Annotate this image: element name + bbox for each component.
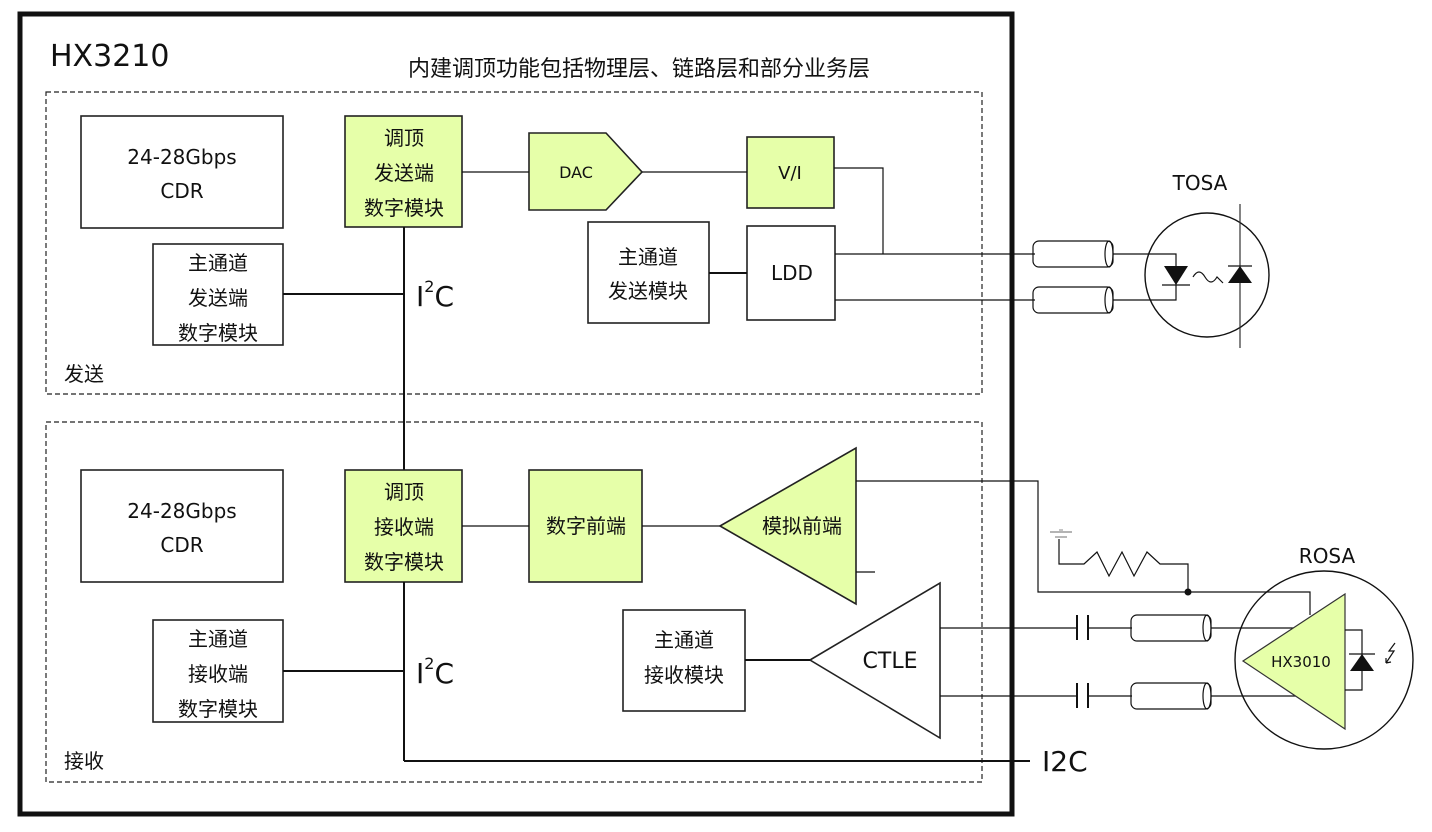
svg-text:HX3010: HX3010	[1271, 653, 1331, 671]
tosa-package	[1144, 212, 1270, 338]
optical-coupling-icon	[1192, 271, 1224, 284]
svg-text:接收端: 接收端	[374, 515, 434, 539]
svg-text:发送模块: 发送模块	[608, 279, 688, 303]
rx-main-digital-block: 主通道 接收端 数字模块	[152, 619, 284, 723]
svg-text:接收模块: 接收模块	[644, 663, 724, 687]
svg-text:数字模块: 数字模块	[178, 321, 258, 345]
laser-diode-icon	[1162, 266, 1190, 286]
tx-i2c-label: I2C	[416, 277, 454, 313]
svg-text:LDD: LDD	[771, 261, 813, 285]
wire-vi-to-ldd-out	[834, 167, 884, 254]
svg-text:CTLE: CTLE	[863, 649, 918, 674]
tosa-label: TOSA	[1172, 171, 1228, 195]
rx-main-module-block: 主通道 接收模块	[622, 609, 746, 712]
junction-dot	[1184, 588, 1192, 596]
ground-icon	[1050, 529, 1072, 538]
svg-text:V/I: V/I	[778, 163, 802, 184]
rx-section-label: 接收	[64, 749, 104, 773]
rosa-label: ROSA	[1299, 544, 1356, 568]
rx-tuning-digital-block: 调顶 接收端 数字模块	[344, 469, 463, 583]
wire-afe-to-rosa-bias	[856, 480, 1311, 615]
svg-text:CDR: CDR	[160, 533, 203, 557]
svg-text:模拟前端: 模拟前端	[762, 514, 842, 538]
ctle-amplifier: CTLE	[808, 581, 941, 740]
tx-main-module-block: 主通道 发送模块	[587, 221, 710, 324]
rosa-package	[1234, 570, 1414, 750]
svg-text:24-28Gbps: 24-28Gbps	[127, 145, 236, 169]
analog-frontend-amplifier: 模拟前端	[718, 446, 857, 606]
tia-hx3010-amplifier: HX3010	[1241, 592, 1346, 731]
svg-text:数字模块: 数字模块	[364, 550, 444, 574]
rx-section-boundary	[45, 421, 983, 783]
svg-text:发送端: 发送端	[374, 161, 434, 185]
tx-tuning-digital-block: 调顶 发送端 数字模块	[344, 115, 463, 228]
light-input-icon	[1385, 642, 1396, 664]
chip-subtitle: 内建调顶功能包括物理层、链路层和部分业务层	[408, 57, 870, 82]
svg-text:DAC: DAC	[559, 163, 593, 182]
vi-block: V/I	[746, 136, 835, 209]
rx-cdr-block: 24-28Gbps CDR	[80, 469, 284, 583]
svg-text:接收端: 接收端	[188, 662, 248, 686]
coupling-capacitor-p	[1076, 615, 1132, 640]
svg-text:数字模块: 数字模块	[364, 196, 444, 220]
tosa-transmission-line-n	[1032, 286, 1114, 314]
svg-text:24-28Gbps: 24-28Gbps	[127, 499, 236, 523]
svg-text:调顶: 调顶	[384, 126, 424, 150]
svg-text:主通道: 主通道	[188, 251, 248, 275]
dac-block: DAC	[528, 132, 644, 211]
svg-text:CDR: CDR	[160, 179, 203, 203]
chip-boundary	[17, 11, 1015, 817]
ldd-block: LDD	[746, 225, 836, 321]
tx-cdr-block: 24-28Gbps CDR	[80, 115, 284, 229]
svg-text:主通道: 主通道	[188, 627, 248, 651]
photodiode-monitor-icon	[1228, 204, 1252, 348]
svg-text:数字模块: 数字模块	[178, 697, 258, 721]
rosa-transmission-line-n	[1130, 682, 1212, 710]
coupling-capacitor-n	[1076, 683, 1132, 708]
tx-section-label: 发送	[64, 362, 104, 386]
tx-main-digital-block: 主通道 发送端 数字模块	[152, 243, 284, 346]
svg-text:数字前端: 数字前端	[546, 514, 626, 538]
chip-name: HX3210	[50, 39, 169, 74]
bias-resistor	[1058, 539, 1189, 592]
svg-text:主通道: 主通道	[654, 628, 714, 652]
svg-text:调顶: 调顶	[384, 480, 424, 504]
i2c-external-label: I2C	[1042, 745, 1088, 778]
rosa-transmission-line-p	[1130, 614, 1212, 642]
tx-section-boundary	[45, 91, 983, 395]
rx-i2c-label: I2C	[416, 654, 454, 690]
tosa-transmission-line-p	[1032, 240, 1114, 268]
digital-frontend-block: 数字前端	[528, 469, 643, 583]
svg-text:主通道: 主通道	[618, 245, 678, 269]
svg-text:发送端: 发送端	[188, 286, 248, 310]
photodiode-icon	[1349, 653, 1375, 671]
